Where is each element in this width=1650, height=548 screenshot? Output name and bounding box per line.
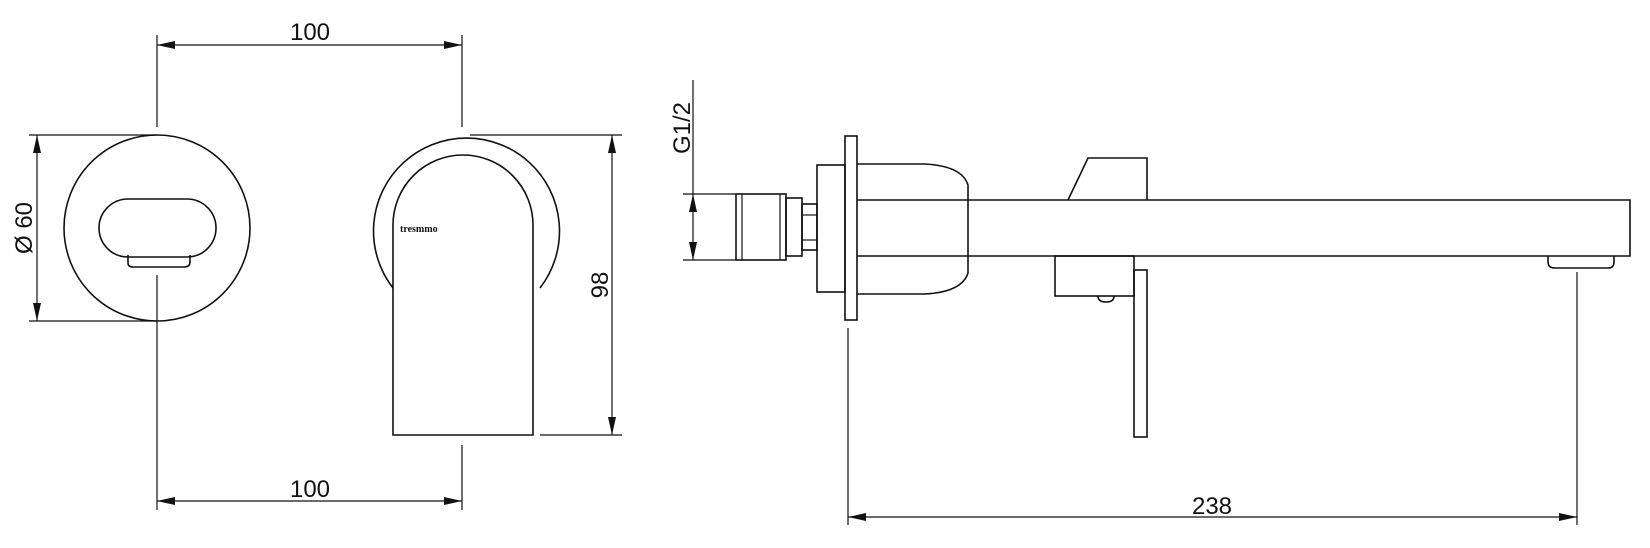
- dimension-label-height: 98: [587, 272, 614, 299]
- dimension-height: 98: [470, 134, 622, 436]
- dimension-label-width-bottom: 100: [290, 476, 330, 503]
- spout-front-view: tresmmo: [372, 137, 561, 436]
- dimension-projection: 238: [847, 272, 1578, 525]
- dimension-width-top: 100: [156, 19, 463, 127]
- brand-mark: tresmmo: [400, 224, 438, 235]
- dimension-label-diameter: Ø 60: [11, 202, 38, 254]
- dimension-diameter: Ø 60: [11, 134, 157, 322]
- dimension-label-width-top: 100: [290, 19, 330, 46]
- dimension-label-projection: 238: [1192, 493, 1232, 520]
- dimension-label-thread: G1/2: [669, 102, 696, 154]
- dimension-thread: G1/2: [669, 80, 736, 261]
- dimension-width-bottom: 100: [156, 275, 463, 510]
- faucet-side-view: [735, 135, 1631, 438]
